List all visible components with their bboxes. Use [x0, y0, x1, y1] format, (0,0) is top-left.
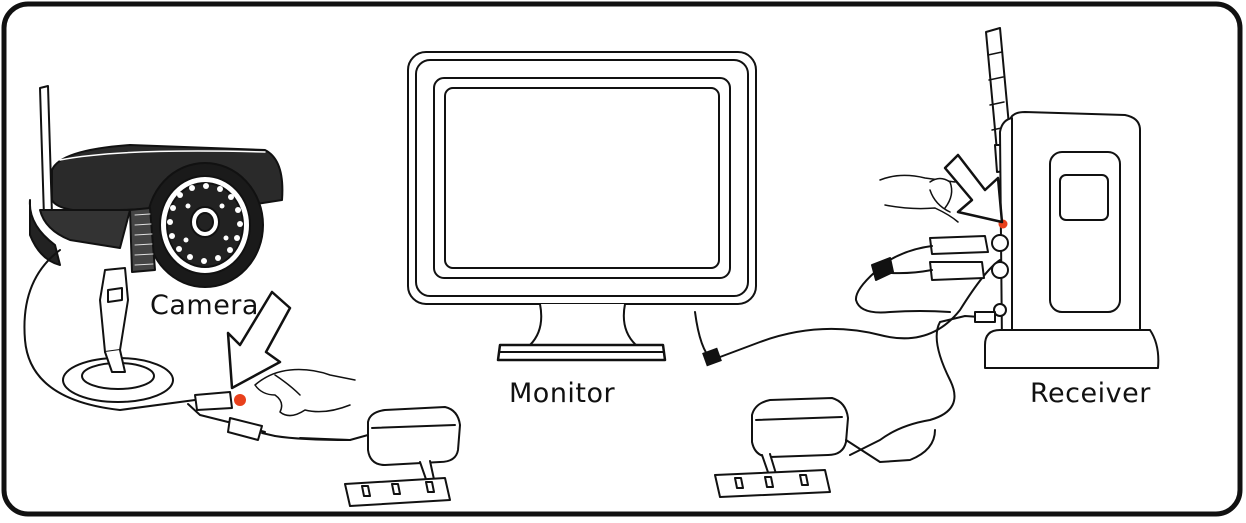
power-strip-icon: [345, 478, 450, 506]
power-adapter-icon: [300, 407, 460, 485]
camera-label: Camera: [150, 290, 259, 321]
receiver-av-cables: [856, 236, 988, 313]
power-strip-icon: [715, 470, 830, 497]
power-adapter-icon: [752, 398, 935, 478]
receiver-label: Receiver: [1030, 378, 1151, 409]
receiver-icon: [985, 28, 1158, 368]
arrow-icon: [945, 155, 1002, 222]
monitor-label: Monitor: [509, 378, 615, 409]
monitor-icon: [408, 52, 756, 360]
camera-cable: [188, 392, 275, 440]
hand-icon: [255, 370, 355, 416]
camera-power-dot: [234, 394, 246, 406]
